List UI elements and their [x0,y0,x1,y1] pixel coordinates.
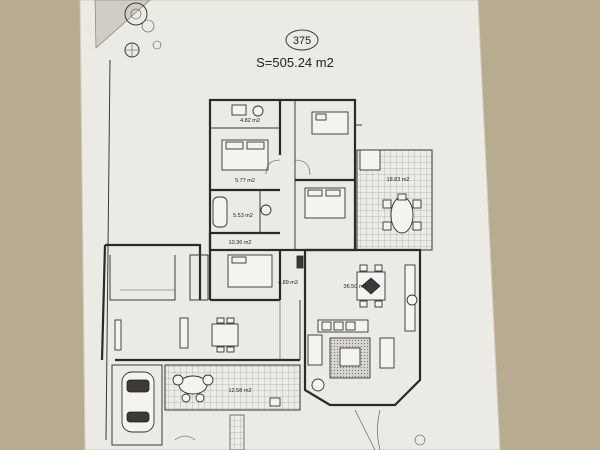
lot-number: 375 [293,35,311,47]
tree-symbols [94,0,162,58]
room-area-terrace-south: 12.58 m2 [229,388,252,394]
living-room [303,248,422,407]
terrace-south [164,364,301,411]
west-wing [100,243,301,362]
total-area: S=505.24 m2 [256,55,334,70]
lot-boundary-line [105,59,111,441]
room-area-bath-small: 4.82 m2 [240,118,260,124]
kitchen-table [211,323,239,347]
room-area-terrace-east: 18.83 m2 [387,177,410,183]
bathtub [212,196,228,228]
room-area-living-room: 36.50 m2 [344,284,367,290]
room-area-bedroom-1: 5.77 m2 [235,178,255,184]
lot-number-circle [285,29,319,51]
carport [111,364,163,446]
room-area-bedroom-2: 10.36 m2 [229,240,252,246]
bedroom-wing [208,98,362,252]
room-area-hall: 4.89 m2 [278,280,298,286]
terrace-table [390,196,414,234]
room-area-bathroom: 5.53 m2 [233,213,253,219]
coffee-table [339,347,361,367]
terrace-east [356,149,433,251]
